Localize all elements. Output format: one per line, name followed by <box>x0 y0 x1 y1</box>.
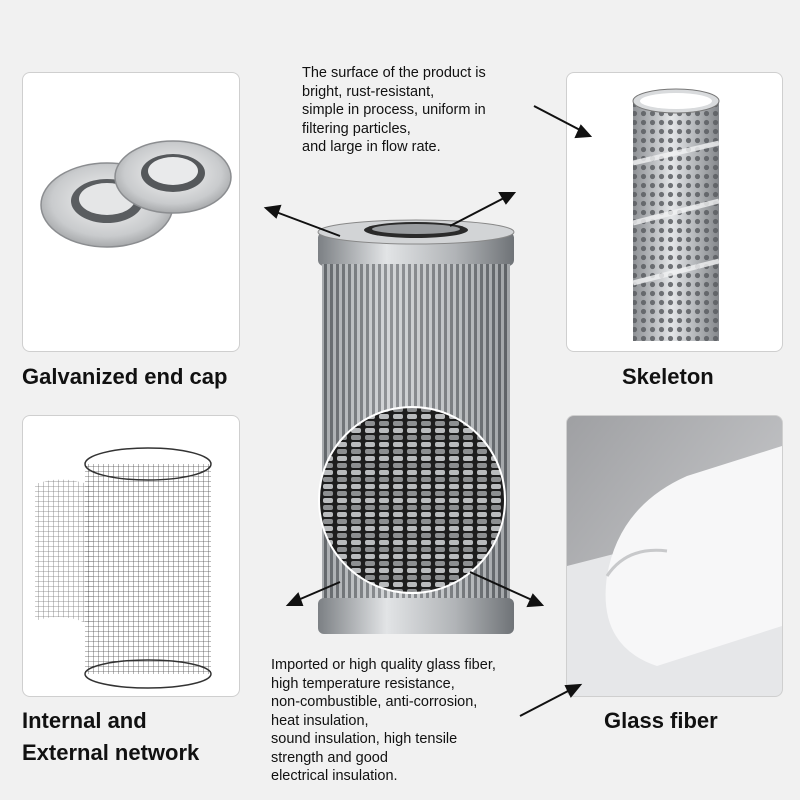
end-cap-panel <box>22 72 240 352</box>
glass-fiber-caption: Glass fiber <box>604 708 718 733</box>
network-caption-line2: External network <box>22 740 200 765</box>
callout-arrows <box>263 105 593 717</box>
end-cap-image <box>40 140 232 248</box>
network-panel <box>22 415 240 697</box>
arrow-to-end-cap-head <box>263 204 282 219</box>
bottom-description: Imported or high quality glass fiber, hi… <box>271 656 496 786</box>
network-caption-line1: Internal and <box>22 708 147 733</box>
top-description-line: The surface of the product is <box>302 65 486 81</box>
skeleton-image <box>632 88 720 341</box>
top-description: The surface of the product is bright, ru… <box>302 64 486 157</box>
arrow-to-pleats-head <box>526 593 545 608</box>
network-image <box>35 447 212 689</box>
arrow-to-network-head <box>285 592 304 606</box>
arrow-to-skeleton-head <box>574 124 593 139</box>
bottom-description-line: non-combustible, anti-corrosion, <box>271 694 478 710</box>
arrow-to-end-cap <box>275 211 341 237</box>
bottom-description-line: electrical insulation. <box>271 768 398 784</box>
bottom-description-line: high temperature resistance, <box>271 675 455 692</box>
arrow-to-pleats <box>469 571 533 601</box>
skeleton-caption: Skeleton <box>622 364 714 389</box>
end-cap-caption: Galvanized end cap <box>22 364 228 389</box>
glass-fiber-panel <box>566 415 783 697</box>
skeleton-panel <box>566 72 783 352</box>
arrow-to-glass-fiber <box>519 689 571 717</box>
top-description-line: and large in flow rate. <box>302 139 441 155</box>
arrow-to-top-text <box>449 197 505 227</box>
arrow-to-top-text-head <box>498 192 517 205</box>
glass-fiber-image <box>567 416 782 696</box>
top-description-line: simple in process, uniform in <box>302 102 486 118</box>
bottom-end-cap <box>318 598 514 634</box>
top-description-line: bright, rust-resistant, <box>302 83 435 100</box>
arrow-to-glass-fiber-head <box>564 683 583 698</box>
bottom-description-line: Imported or high quality glass fiber, <box>271 657 496 673</box>
end-cap-right <box>114 140 232 214</box>
bottom-description-line: heat insulation, <box>271 712 369 729</box>
top-description-line: filtering particles, <box>302 120 411 137</box>
zoomed-mesh <box>320 408 504 592</box>
bottom-description-line: strength and good <box>271 749 388 766</box>
arrow-to-network <box>297 581 341 601</box>
arrow-to-skeleton <box>533 105 581 131</box>
bottom-description-line: sound insulation, high tensile <box>271 731 458 747</box>
